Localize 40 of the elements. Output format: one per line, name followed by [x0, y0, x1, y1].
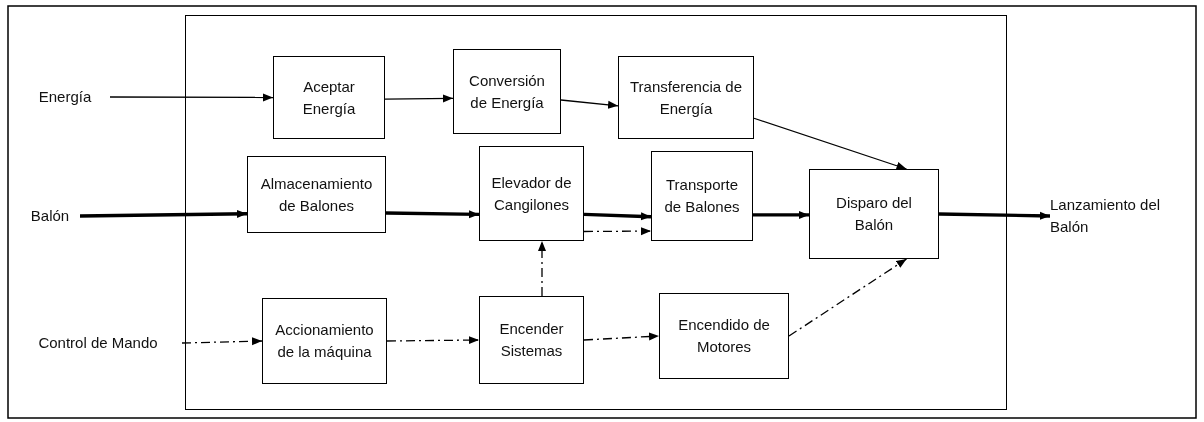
arrow	[788, 258, 908, 337]
process-box	[659, 293, 789, 379]
process-label: Aceptar Energía	[301, 76, 357, 119]
process-label: Disparo del Balón	[835, 193, 913, 235]
arrow	[583, 227, 652, 236]
arrow	[386, 336, 480, 345]
arrow	[560, 99, 619, 109]
process-label: Transferencia de Energía	[629, 76, 743, 119]
input-label: Energía	[38, 87, 92, 107]
output-label: Lanzamiento del Balón	[1050, 195, 1162, 237]
arrow	[753, 117, 908, 170]
process-label: Encendido de Motores	[677, 315, 771, 357]
process-box	[453, 49, 561, 134]
arrow	[384, 94, 454, 103]
process-label: Elevador de Cangilones	[490, 172, 573, 215]
arrow	[753, 210, 809, 219]
arrow	[385, 210, 480, 219]
process-label: Conversión de Energía	[468, 70, 546, 113]
process-label: Accionamiento de la máquina	[274, 320, 375, 362]
arrow	[938, 211, 1051, 220]
arrow	[583, 212, 652, 221]
arrow	[583, 332, 660, 341]
arrow	[109, 93, 274, 102]
process-label: Transporte de Balones	[663, 175, 741, 217]
process-box	[651, 151, 753, 241]
process-box	[479, 296, 584, 384]
process-label: Encender Sistemas	[498, 319, 565, 361]
process-box	[479, 146, 584, 241]
process-box	[618, 56, 754, 139]
process-box	[262, 298, 387, 384]
process-box	[809, 169, 939, 259]
input-label: Control de Mando	[38, 333, 158, 353]
system-boundary-box	[185, 15, 1007, 410]
arrow	[79, 209, 248, 218]
process-box	[247, 156, 386, 233]
process-box	[273, 56, 385, 139]
process-label: Almacenamiento de Balones	[259, 173, 374, 216]
input-label: Balón	[30, 206, 70, 226]
arrow	[538, 240, 546, 297]
arrow	[181, 337, 263, 346]
